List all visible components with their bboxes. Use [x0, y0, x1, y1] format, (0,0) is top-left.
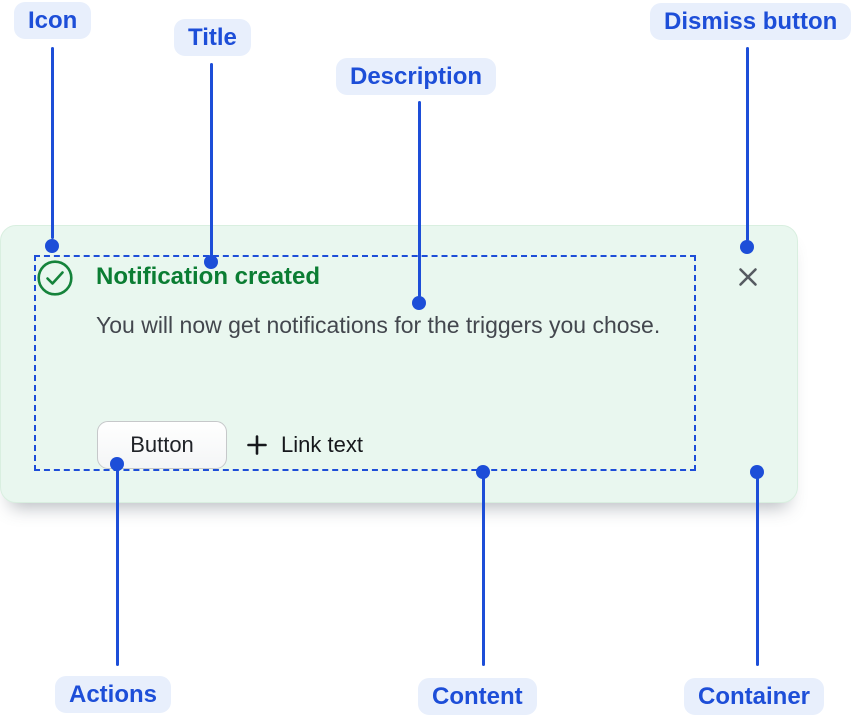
- annotation-label-container: Container: [684, 678, 825, 715]
- annotation-label-dismiss: Dismiss button: [650, 3, 852, 40]
- connector-dot-content: [476, 465, 490, 479]
- connector-dot-title: [204, 255, 218, 269]
- annotation-label-icon: Icon: [14, 2, 92, 39]
- connector-line-container: [756, 472, 759, 666]
- annotation-label-content: Content: [418, 678, 537, 715]
- connector-line-description: [418, 101, 421, 297]
- connector-dot-container: [750, 465, 764, 479]
- connector-line-dismiss: [746, 47, 749, 241]
- connector-line-content: [482, 472, 485, 666]
- dismiss-button[interactable]: [728, 257, 768, 297]
- annotation-label-title: Title: [174, 19, 251, 56]
- connector-dot-dismiss: [740, 240, 754, 254]
- connector-dot-actions: [110, 457, 124, 471]
- connector-dot-icon: [45, 239, 59, 253]
- annotation-label-actions: Actions: [55, 676, 172, 713]
- close-icon: [739, 268, 757, 286]
- notification-link[interactable]: Link text: [245, 421, 363, 469]
- connector-line-title: [210, 63, 213, 256]
- notification-link-label: Link text: [281, 432, 363, 457]
- connector-dot-description: [412, 296, 426, 310]
- notification-description: You will now get notifications for the t…: [96, 312, 661, 338]
- connector-line-actions: [116, 464, 119, 666]
- annotation-label-description: Description: [336, 58, 497, 95]
- notification-action-button[interactable]: Button: [97, 421, 227, 469]
- check-circle-icon: [37, 260, 73, 296]
- plus-icon: [247, 435, 267, 455]
- connector-line-icon: [51, 47, 54, 239]
